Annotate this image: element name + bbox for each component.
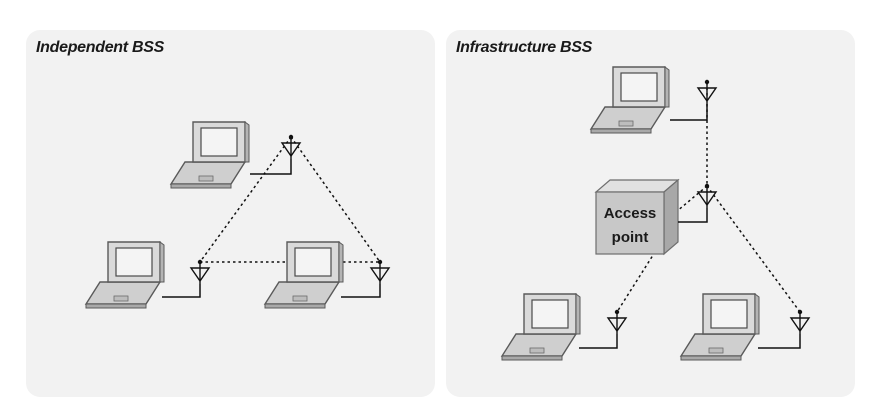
- antenna-icon: [697, 79, 717, 105]
- wireless-link: [675, 185, 708, 213]
- antenna-icon: [697, 183, 717, 209]
- antenna-cable: [341, 284, 381, 298]
- panel-title-infrastructure-bss: Infrastructure BSS: [456, 39, 592, 56]
- antenna-cable: [579, 334, 618, 349]
- access-point: Access point: [594, 178, 680, 256]
- antenna-cable: [162, 284, 201, 298]
- antenna-icon: [281, 134, 301, 160]
- access-point-label-line2: point: [612, 229, 649, 246]
- wireless-link: [199, 136, 292, 263]
- laptop-icon: [680, 293, 760, 361]
- antenna-icon: [190, 259, 210, 285]
- antenna-icon: [790, 309, 810, 335]
- antenna-cable: [758, 334, 801, 349]
- laptop-icon: [85, 241, 165, 309]
- panel-title-independent-bss: Independent BSS: [36, 39, 164, 56]
- cube-icon: [594, 178, 680, 256]
- laptop-icon: [264, 241, 344, 309]
- antenna-cable: [670, 104, 708, 121]
- antenna-cable: [678, 208, 708, 223]
- wireless-link: [290, 136, 381, 263]
- antenna-icon: [370, 259, 390, 285]
- wireless-link: [616, 251, 656, 313]
- antenna-cable: [250, 159, 292, 175]
- independent-bss-panel: Independent BSS: [26, 30, 435, 397]
- wireless-link: [706, 185, 801, 313]
- laptop-icon: [501, 293, 581, 361]
- laptop-icon: [590, 66, 670, 134]
- laptop-icon: [170, 121, 250, 189]
- access-point-label-line1: Access: [604, 205, 657, 222]
- antenna-icon: [607, 309, 627, 335]
